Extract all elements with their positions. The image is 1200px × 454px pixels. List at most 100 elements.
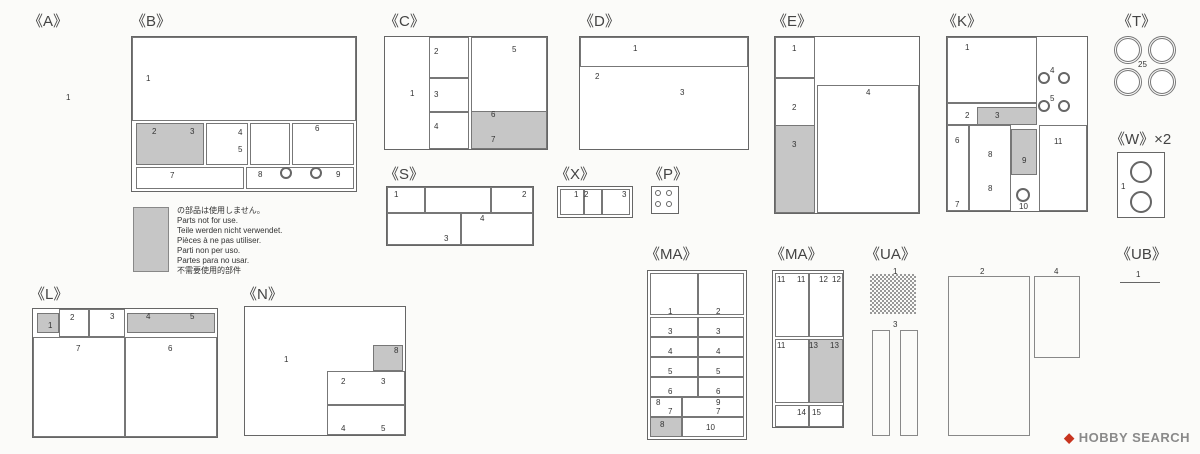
sprue-d-cell: [580, 37, 748, 67]
part-number: 5: [190, 312, 195, 321]
part-number: 13: [830, 341, 839, 350]
sprue-ma-cell: [650, 397, 682, 417]
legend-line: Pièces à ne pas utiliser.: [177, 236, 262, 245]
sprue-ua-clear-part: [1034, 276, 1080, 358]
part-number: 2: [716, 307, 721, 316]
part-number: 3: [434, 90, 439, 99]
part-number: 5: [238, 145, 243, 154]
sprue-b-wheel-part: [280, 167, 292, 179]
sprue-ma-cell: [698, 377, 744, 397]
part-number: 1: [1121, 182, 1126, 191]
sprue-c-cell: [429, 111, 469, 149]
part-number: 13: [809, 341, 818, 350]
sprue-e-cell: [775, 77, 815, 127]
sprue-label-n: 《N》: [242, 286, 283, 303]
part-number: 6: [168, 344, 173, 353]
part-number: 3: [995, 111, 1000, 120]
sprue-ma-cell: [698, 273, 744, 315]
part-number: 25: [1138, 60, 1147, 69]
part-number: 5: [668, 367, 673, 376]
sprue-c-cell: [429, 37, 469, 79]
legend-line: Parti non per uso.: [177, 246, 241, 255]
part-number: 3: [668, 327, 673, 336]
part-number: 9: [716, 398, 721, 407]
part-number: 1: [410, 89, 415, 98]
part-number: 6: [315, 124, 320, 133]
part-number: 6: [716, 387, 721, 396]
sprue-ma-unused-cell: [809, 339, 843, 403]
sprue-k-cell: [969, 125, 1011, 211]
sprue-label-t: 《T》: [1117, 13, 1157, 30]
tire-part: [1114, 68, 1142, 96]
tire-part: [1148, 68, 1176, 96]
part-number: 2: [341, 377, 346, 386]
sprue-label-l: 《L》: [30, 286, 69, 303]
sprue-l-cell: [89, 309, 125, 337]
sprue-ma-cell: [775, 405, 809, 427]
sprue-ma-cell: [809, 273, 843, 337]
unused-parts-legend: の部品は使用しません。 Parts not for use. Teile wer…: [177, 206, 282, 276]
sprue-label-p: 《P》: [648, 166, 689, 183]
part-number: 2: [434, 47, 439, 56]
part-number: 2: [965, 111, 970, 120]
part-number: 2: [152, 127, 157, 136]
part-number: 9: [336, 170, 341, 179]
sprue-ma-2-frame: [772, 270, 844, 428]
sprue-c-unused-cell: [471, 111, 547, 149]
unused-parts-swatch: [133, 207, 169, 272]
part-number: 11: [777, 341, 786, 350]
legend-line: Teile werden nicht verwendet.: [177, 226, 283, 235]
part-number: 1: [284, 355, 289, 364]
sprue-p-part: [655, 201, 661, 207]
sprue-ma-1-frame: [647, 270, 747, 440]
sprue-l-unused-cell: [37, 313, 59, 333]
sprue-s-cell: [425, 187, 491, 213]
sprue-x-cell: [560, 189, 584, 215]
sprue-b-unused-cell: [136, 123, 204, 165]
part-number: 3: [716, 327, 721, 336]
sprue-p-part: [666, 190, 672, 196]
sprue-b-cell: [206, 123, 248, 165]
sprue-b-frame: [131, 36, 357, 192]
part-number: 5: [512, 45, 517, 54]
sprue-p-part: [655, 190, 661, 196]
sprue-e-cell: [817, 85, 919, 213]
part-number: 4: [866, 88, 871, 97]
part-number: 8: [394, 346, 399, 355]
sprue-c-cell: [471, 37, 547, 113]
sprue-x-frame: [557, 186, 633, 218]
sprue-s-cell: [387, 187, 425, 213]
part-number: 2: [595, 72, 600, 81]
sprue-l-cell: [59, 309, 89, 337]
sprue-b-wheel-part: [310, 167, 322, 179]
part-number: 5: [1050, 94, 1055, 103]
part-number: 14: [797, 408, 806, 417]
sprue-k-round-part: [1058, 100, 1070, 112]
part-number: 8: [988, 184, 993, 193]
sprue-ma-cell: [650, 337, 698, 357]
part-number: 7: [955, 200, 960, 209]
part-number: 8: [660, 420, 665, 429]
legend-line: の部品は使用しません。: [177, 206, 265, 215]
sprue-k-cell: [947, 37, 1037, 103]
part-number: 2: [980, 267, 985, 276]
part-number: 6: [955, 136, 960, 145]
sprue-label-ma-1: 《MA》: [645, 246, 698, 263]
sprue-label-d: 《D》: [579, 13, 620, 30]
part-number: 5: [381, 424, 386, 433]
part-number: 1: [893, 267, 898, 276]
part-number: 1: [574, 190, 579, 199]
sprue-k-round-part: [1058, 72, 1070, 84]
part-number: 1: [1136, 270, 1141, 279]
sprue-e-frame: [774, 36, 920, 214]
part-number: 1: [66, 93, 71, 102]
part-number: 3: [444, 234, 449, 243]
part-number: 4: [341, 424, 346, 433]
sprue-ma-cell: [698, 357, 744, 377]
part-number: 4: [1050, 66, 1055, 75]
sprue-p-frame: [651, 186, 679, 214]
part-number: 4: [480, 214, 485, 223]
sprue-label-ub: 《UB》: [1116, 246, 1167, 263]
sprue-b-cell: [250, 123, 290, 165]
part-number: 6: [491, 110, 496, 119]
